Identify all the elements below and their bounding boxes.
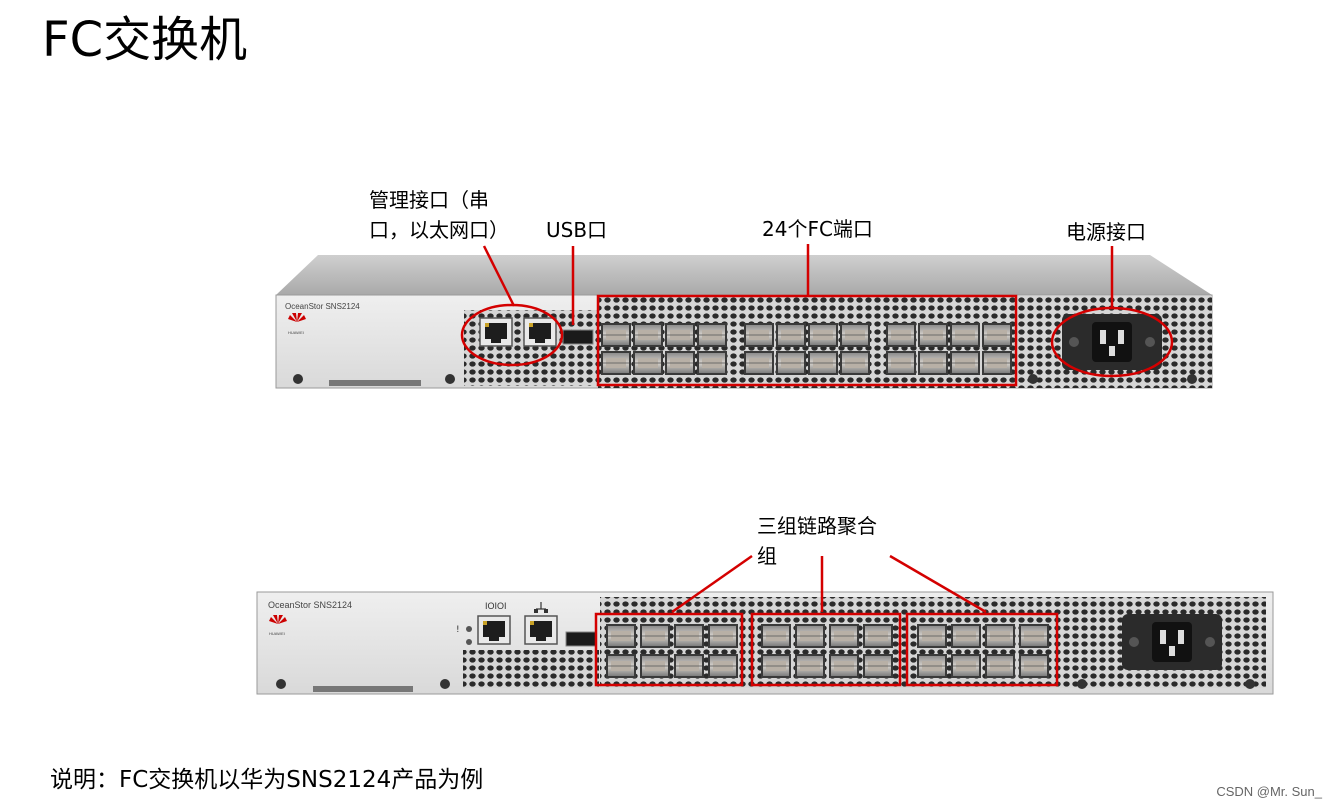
- alert-led-icon: !: [456, 625, 460, 635]
- status-led: [466, 626, 472, 632]
- power-socket: [1122, 614, 1222, 670]
- model-label: OceanStor SNS2124: [285, 302, 360, 311]
- switch-device-2: OceanStor SNS2124 HUAWEI IOIOI !: [257, 556, 1273, 694]
- model-label: OceanStor SNS2124: [268, 600, 352, 610]
- usb-port: [563, 330, 593, 344]
- brand-label: HUAWEI: [288, 330, 304, 335]
- serial-port: [480, 318, 512, 346]
- vent-left: [463, 650, 599, 688]
- serial-port-icon: IOIOI: [485, 601, 507, 611]
- ethernet-port: [524, 318, 556, 346]
- bottom-slot: [329, 380, 421, 386]
- screw: [440, 679, 450, 689]
- chassis-top: [276, 255, 1212, 295]
- screw: [276, 679, 286, 689]
- switch-device-1: OceanStor SNS2124 HUAWEI: [276, 244, 1212, 388]
- footnote: 说明：FC交换机以华为SNS2124产品为例: [50, 760, 483, 794]
- screw: [1187, 374, 1197, 384]
- brand-label: HUAWEI: [269, 631, 285, 636]
- ethernet-port: [525, 616, 557, 644]
- power-led: [466, 639, 472, 645]
- serial-port: [478, 616, 510, 644]
- screw: [1077, 679, 1087, 689]
- power-socket: [1062, 314, 1162, 370]
- usb-port: [566, 632, 596, 646]
- screw: [445, 374, 455, 384]
- screw: [1245, 679, 1255, 689]
- bottom-slot: [313, 686, 413, 692]
- screw: [1028, 374, 1038, 384]
- screw: [293, 374, 303, 384]
- watermark: CSDN @Mr. Sun_: [1216, 784, 1322, 799]
